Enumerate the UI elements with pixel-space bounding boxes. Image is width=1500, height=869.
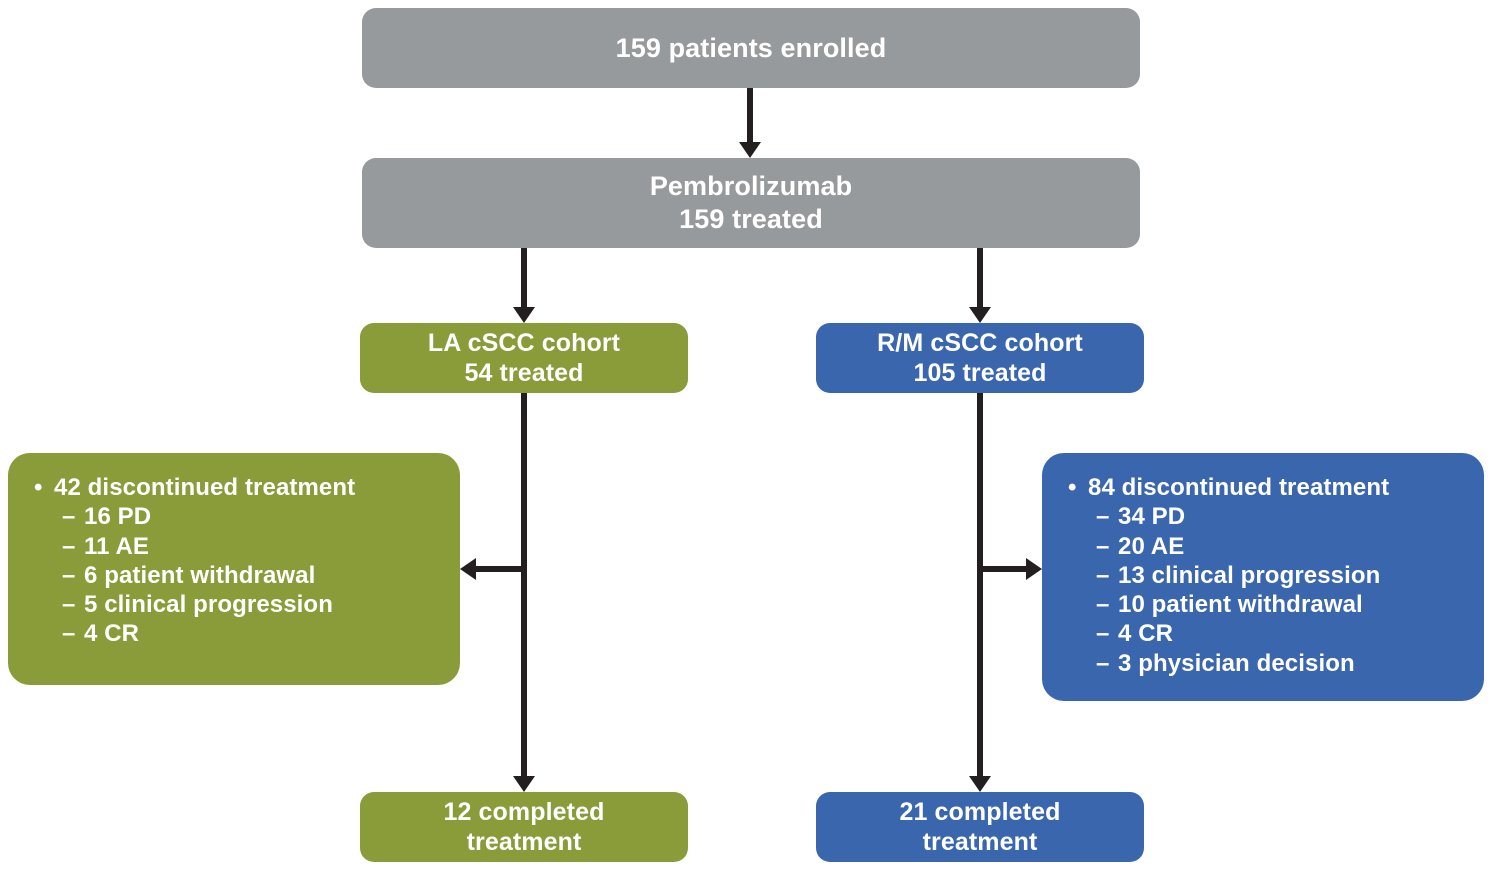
rm-discontinued-heading: 84 discontinued treatment — [1088, 474, 1390, 501]
rm-reason-label: 3 physician decision — [1118, 649, 1355, 677]
connector-rm-to-discontinued — [980, 566, 1026, 572]
node-la-cohort-line2: 54 treated — [464, 359, 584, 387]
node-la-discontinued: • 42 discontinued treatment – 16 PD – 11… — [8, 453, 460, 685]
rm-reason-label: 34 PD — [1118, 503, 1186, 531]
node-treatment-line2: 159 treated — [679, 204, 823, 234]
dash-icon: – — [62, 561, 76, 589]
connector-treatment-to-la-cohort — [521, 248, 527, 309]
node-la-completed: 12 completed treatment — [360, 792, 688, 862]
arrowhead-treatment-to-la-cohort — [513, 307, 535, 323]
arrowhead-rm-to-completed — [969, 776, 991, 792]
connector-la-to-discontinued — [476, 566, 524, 572]
arrowhead-enrolled-to-treatment — [739, 142, 761, 158]
rm-reason-row: – 34 PD — [1068, 502, 1185, 531]
la-reason-label: 4 CR — [84, 620, 140, 648]
node-rm-cohort: R/M cSCC cohort 105 treated — [816, 323, 1144, 393]
rm-reason-row: – 10 patient withdrawal — [1068, 590, 1363, 619]
node-enrolled-line1: 159 patients enrolled — [615, 32, 887, 63]
dash-icon: – — [1096, 620, 1110, 648]
la-reason-row: – 16 PD — [34, 502, 151, 531]
dash-icon: – — [1096, 591, 1110, 619]
rm-reason-label: 4 CR — [1118, 620, 1174, 648]
node-rm-completed: 21 completed treatment — [816, 792, 1144, 862]
dash-icon: – — [1096, 649, 1110, 677]
node-rm-completed-line2: treatment — [922, 828, 1038, 856]
la-discontinued-heading: 42 discontinued treatment — [54, 474, 356, 501]
node-treatment-line1: Pembrolizumab — [649, 171, 853, 202]
bullet-icon: • — [34, 474, 43, 501]
la-reason-label: 11 AE — [84, 532, 149, 560]
node-la-cohort-line1: LA cSCC cohort — [427, 328, 621, 357]
arrowhead-treatment-to-rm-cohort — [969, 307, 991, 323]
node-enrolled: 159 patients enrolled — [362, 8, 1140, 88]
arrowhead-rm-to-discontinued — [1026, 558, 1042, 580]
node-rm-cohort-line2: 105 treated — [913, 359, 1047, 387]
dash-icon: – — [1096, 503, 1110, 531]
la-reason-row: – 6 patient withdrawal — [34, 561, 315, 590]
rm-reason-row: – 4 CR — [1068, 619, 1173, 648]
dash-icon: – — [62, 591, 76, 619]
node-rm-cohort-line1: R/M cSCC cohort — [877, 328, 1083, 357]
node-treatment: Pembrolizumab 159 treated — [362, 158, 1140, 248]
la-reason-label: 16 PD — [84, 503, 152, 531]
node-rm-completed-line1: 21 completed — [899, 797, 1061, 826]
connector-treatment-to-rm-cohort — [977, 248, 983, 309]
node-la-completed-line2: treatment — [466, 828, 582, 856]
rm-reason-row: – 20 AE — [1068, 532, 1184, 561]
rm-reason-label: 13 clinical progression — [1118, 561, 1381, 589]
connector-rm-spine — [977, 393, 983, 778]
rm-reason-label: 10 patient withdrawal — [1118, 591, 1363, 619]
arrowhead-la-to-discontinued — [460, 558, 476, 580]
la-discontinued-heading-row: • 42 discontinued treatment — [34, 473, 355, 502]
node-rm-discontinued: • 84 discontinued treatment – 34 PD – 20… — [1042, 453, 1484, 701]
la-reason-row: – 4 CR — [34, 619, 139, 648]
la-reason-label: 6 patient withdrawal — [84, 561, 316, 589]
dash-icon: – — [62, 532, 76, 560]
dash-icon: – — [62, 620, 76, 648]
rm-reason-label: 20 AE — [1118, 532, 1185, 560]
bullet-icon: • — [1068, 474, 1077, 501]
arrowhead-la-to-completed — [513, 776, 535, 792]
dash-icon: – — [1096, 532, 1110, 560]
dash-icon: – — [62, 503, 76, 531]
connector-enrolled-to-treatment — [747, 88, 753, 144]
la-reason-row: – 5 clinical progression — [34, 590, 333, 619]
rm-reason-row: – 3 physician decision — [1068, 649, 1355, 678]
rm-discontinued-heading-row: • 84 discontinued treatment — [1068, 473, 1389, 502]
la-reason-label: 5 clinical progression — [84, 591, 333, 619]
dash-icon: – — [1096, 561, 1110, 589]
rm-reason-row: – 13 clinical progression — [1068, 561, 1380, 590]
connector-la-spine — [521, 393, 527, 778]
node-la-completed-line1: 12 completed — [443, 797, 605, 826]
node-la-cohort: LA cSCC cohort 54 treated — [360, 323, 688, 393]
la-reason-row: – 11 AE — [34, 532, 149, 561]
